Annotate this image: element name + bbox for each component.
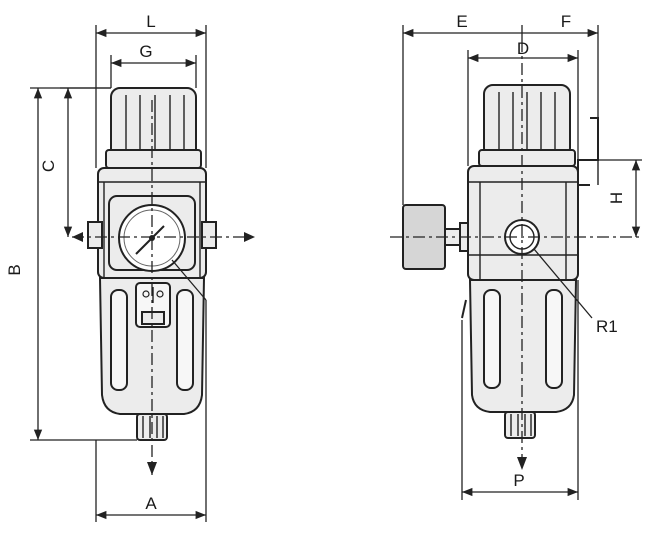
front-dimensions: L G B C A — [5, 12, 207, 522]
side-view — [390, 40, 640, 470]
dim-label-h: H — [607, 192, 626, 204]
side-bracket — [577, 117, 599, 186]
side-bowl — [461, 279, 578, 413]
dim-label-d: D — [517, 39, 529, 58]
dim-label-b: B — [5, 264, 24, 275]
side-body — [467, 165, 579, 281]
side-dimensions: E F D H R1 P — [402, 12, 642, 500]
dim-label-p: P — [513, 471, 524, 490]
dim-label-l: L — [146, 12, 155, 31]
dim-label-e: E — [456, 12, 467, 31]
dim-label-a: A — [145, 494, 157, 513]
side-gauge — [402, 204, 469, 270]
port-label-r1: R1 — [596, 317, 618, 336]
front-knob — [105, 87, 202, 169]
side-drain — [504, 411, 536, 439]
dim-label-f: F — [561, 12, 571, 31]
side-knob — [478, 84, 576, 167]
dim-label-g: G — [139, 42, 152, 61]
dim-label-c: C — [39, 160, 58, 172]
front-view — [72, 87, 255, 475]
